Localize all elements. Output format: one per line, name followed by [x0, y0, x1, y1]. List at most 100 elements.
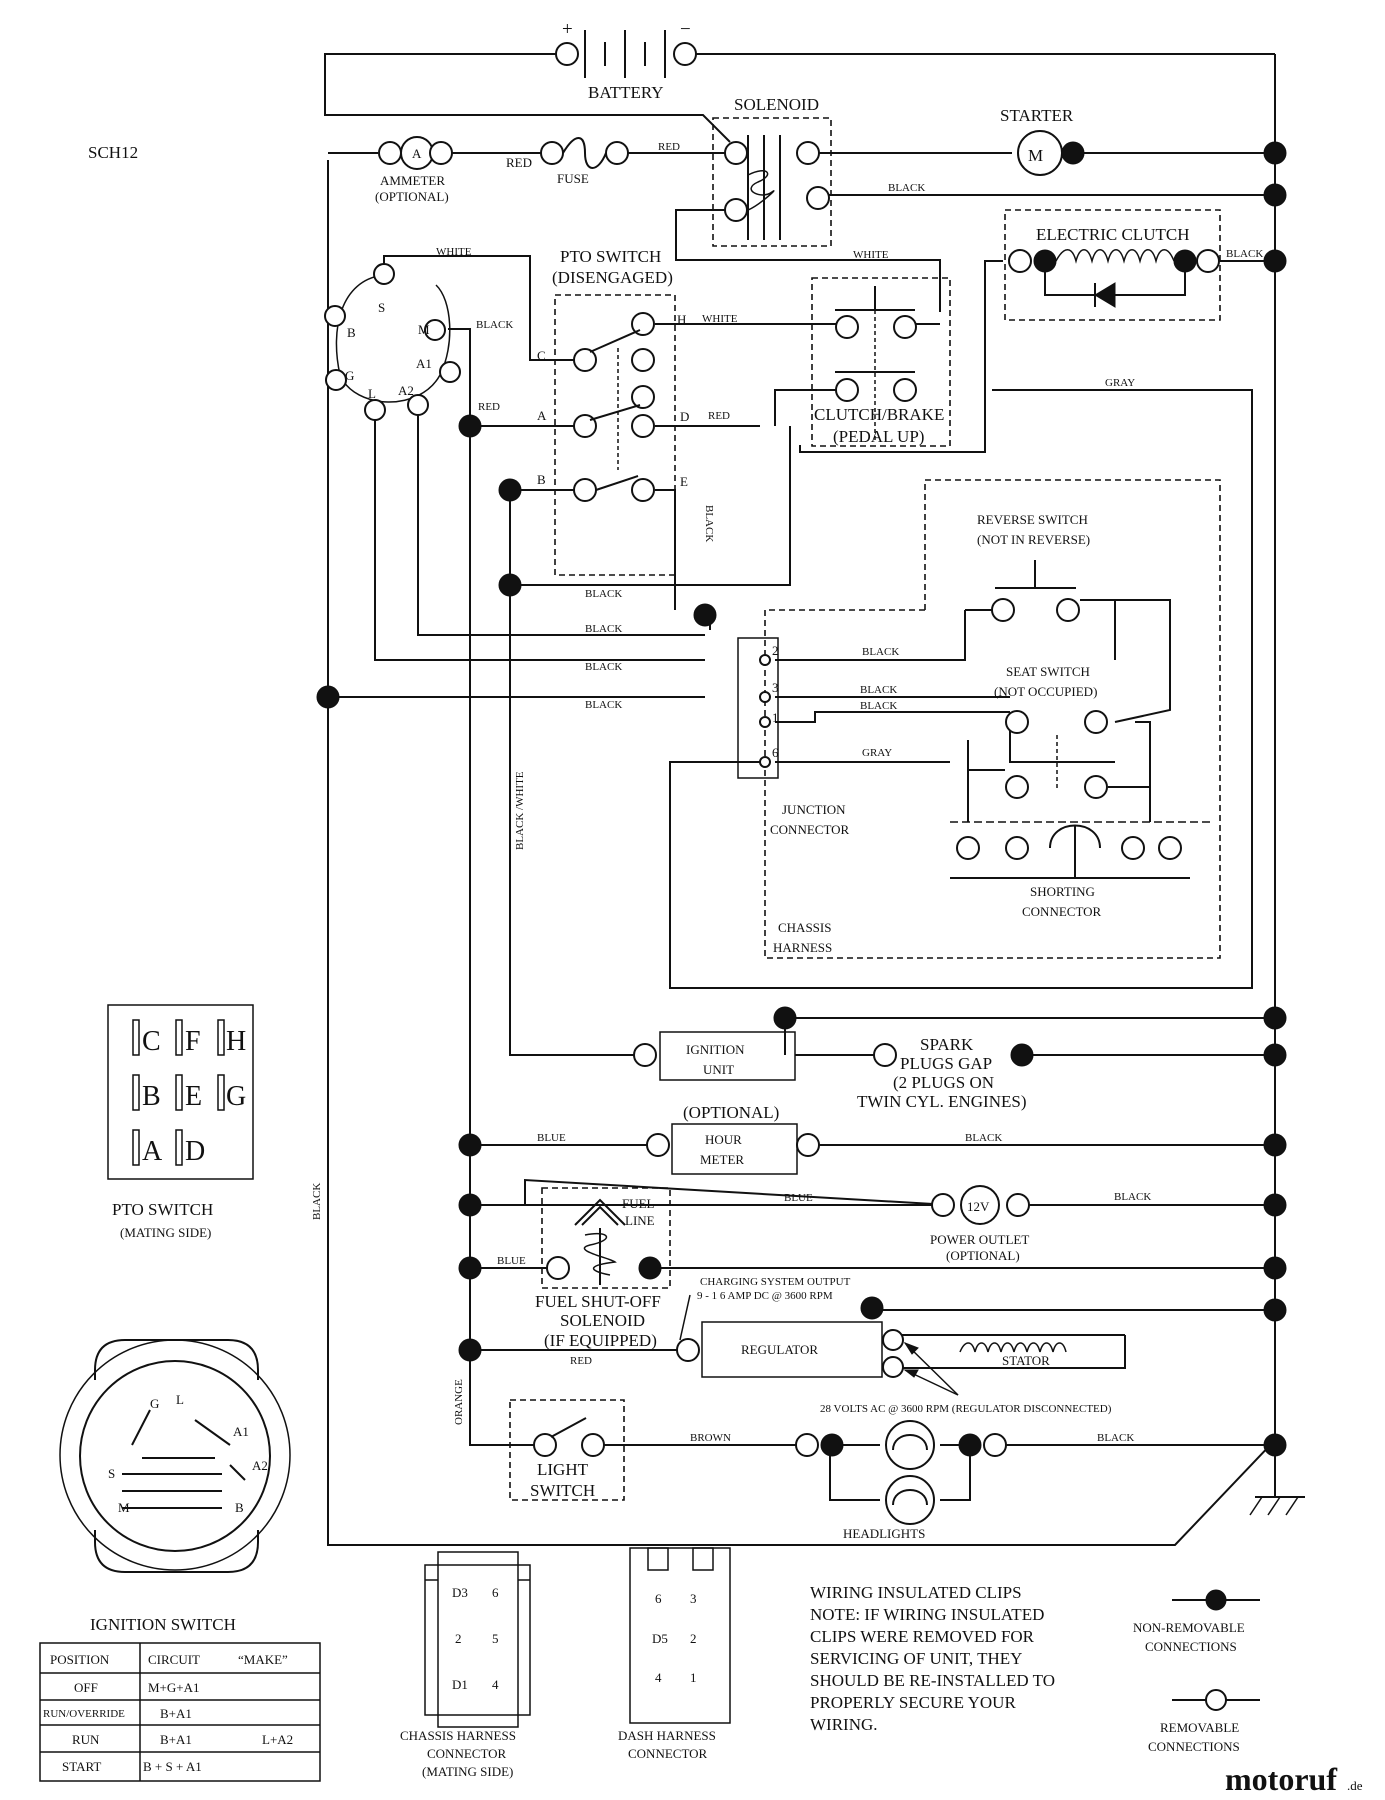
legend-non-removable-2: CONNECTIONS: [1145, 1639, 1237, 1654]
dash-connector-title-2: CONNECTOR: [628, 1746, 708, 1761]
hour-meter: (OPTIONAL) HOUR METER BLUE BLACK: [537, 1103, 1002, 1175]
pto-mating-side: C F H B E G A D PTO SWITCH (MATING SIDE): [107, 1004, 254, 1240]
chassis-connector: D3 6 2 5 D1 4 CHASSIS HARNESS CONNECTOR …: [400, 1551, 531, 1779]
hour-meter-optional: (OPTIONAL): [683, 1103, 779, 1122]
wire-label-black-b: BLACK: [585, 588, 622, 600]
light-switch: LIGHT SWITCH ORANGE BROWN BLACK: [453, 1379, 1134, 1501]
power-outlet: 12V POWER OUTLET (OPTIONAL) BLUE BLACK: [784, 1185, 1151, 1263]
pto-switch-schematic: PTO SWITCH (DISENGAGED) C H A D B E WHIT…: [537, 247, 1135, 576]
hour-meter-label-1: HOUR: [705, 1132, 742, 1147]
ign-face-l: L: [176, 1392, 184, 1407]
table-header-position: POSITION: [50, 1652, 110, 1667]
wire-label-red-d: RED: [708, 410, 730, 422]
table-row-run-circuit: B+A1: [160, 1732, 192, 1747]
chassis-pin-d1: D1: [452, 1677, 468, 1692]
table-row-off-circuit: M+G+A1: [148, 1680, 200, 1695]
pto-switch-label: PTO SWITCH: [560, 247, 661, 266]
junction-pin-2: 2: [772, 643, 779, 658]
watermark-suffix: .de: [1347, 1778, 1363, 1793]
table-row-override-circuit: B+A1: [160, 1706, 192, 1721]
wire-label-black-a2: BLACK: [585, 623, 622, 635]
wire-label-white-h: WHITE: [702, 313, 738, 325]
wire-label-black-j2: BLACK: [862, 646, 899, 658]
wire-label-black-m: BLACK: [476, 319, 513, 331]
pto-term-b: B: [537, 472, 546, 487]
chassis-harness: 2 3 1 6 JUNCTION CONNECTOR CHASSIS HARNE…: [514, 479, 1221, 959]
note-line-1: WIRING INSULATED CLIPS: [810, 1583, 1022, 1602]
headlights-label: HEADLIGHTS: [843, 1526, 925, 1541]
wire-label-gray-1: GRAY: [1105, 377, 1135, 389]
ign-face-g: G: [150, 1396, 159, 1411]
ignition-table: POSITION CIRCUIT “MAKE” OFF M+G+A1 RUN/O…: [39, 1642, 321, 1782]
wire-label-blue-1: BLUE: [537, 1132, 566, 1144]
reverse-switch-label: REVERSE SWITCH: [977, 512, 1088, 527]
wire-label-black-j1: BLACK: [860, 700, 897, 712]
light-switch-label-1: LIGHT: [537, 1460, 589, 1479]
fuel-line-label-2: LINE: [625, 1213, 655, 1228]
charging-output-1: CHARGING SYSTEM OUTPUT: [700, 1276, 851, 1288]
spark-plugs: SPARK PLUGS GAP (2 PLUGS ON TWIN CYL. EN…: [857, 1035, 1034, 1111]
note-line-2: NOTE: IF WIRING INSULATED: [810, 1605, 1044, 1624]
wire-label-black-e: BLACK: [703, 505, 715, 542]
note-line-3: CLIPS WERE REMOVED FOR: [810, 1627, 1035, 1646]
chassis-pin-2: 2: [455, 1631, 462, 1646]
chassis-harness-label-1: CHASSIS: [778, 920, 831, 935]
ign-term-a2: A2: [398, 383, 414, 398]
solenoid: SOLENOID: [712, 95, 832, 247]
chassis-pin-4: 4: [492, 1677, 499, 1692]
pto-pin-c: C: [142, 1026, 161, 1057]
fuel-line-label-1: FUEL: [622, 1196, 655, 1211]
headlights: HEADLIGHTS: [795, 1420, 1007, 1541]
wire-label-red-1: RED: [506, 155, 532, 170]
wire-label-black-starter: BLACK: [888, 182, 925, 194]
light-switch-label-2: SWITCH: [530, 1481, 595, 1500]
ign-face-a1: A1: [233, 1424, 249, 1439]
ignition-unit-label-1: IGNITION: [686, 1042, 745, 1057]
dash-pin-d5: D5: [652, 1631, 668, 1646]
wire-label-black-clutch: BLACK: [1226, 248, 1263, 260]
regulator-label: REGULATOR: [741, 1342, 818, 1357]
wire-label-white-2: WHITE: [853, 249, 889, 261]
junction-pin-1: 1: [772, 710, 779, 725]
junction-pin-6: 6: [772, 745, 779, 760]
table-row-start-circuit: B + S + A1: [143, 1759, 202, 1774]
battery-label: BATTERY: [588, 83, 664, 102]
ammeter-label: AMMETER: [380, 173, 445, 188]
pto-pin-b: B: [142, 1081, 161, 1112]
spark-label-2: PLUGS GAP: [900, 1054, 992, 1073]
fuel-shutoff-label-3: (IF EQUIPPED): [544, 1331, 657, 1350]
pto-pin-h: H: [226, 1026, 246, 1057]
solenoid-label: SOLENOID: [734, 95, 819, 114]
clutch-brake-state: (PEDAL UP): [833, 427, 924, 446]
table-header-make: “MAKE”: [238, 1652, 288, 1667]
note-line-4: SERVICING OF UNIT, THEY: [810, 1649, 1022, 1668]
table-row-run: RUN: [72, 1732, 100, 1747]
note-line-5: SHOULD BE RE-INSTALLED TO: [810, 1671, 1055, 1690]
chassis-connector-title-1: CHASSIS HARNESS: [400, 1728, 516, 1743]
spark-label-4: TWIN CYL. ENGINES): [857, 1092, 1027, 1111]
watermark-logo: motoruf .de: [1225, 1761, 1363, 1797]
ign-face-b: B: [235, 1500, 244, 1515]
wiring-note: WIRING INSULATED CLIPS NOTE: IF WIRING I…: [810, 1583, 1055, 1734]
fuel-shutoff-solenoid: FUEL LINE FUEL SHUT-OFF SOLENOID (IF EQU…: [497, 1187, 671, 1350]
dash-pin-6: 6: [655, 1591, 662, 1606]
pto-term-e: E: [680, 474, 688, 489]
battery-plus: +: [562, 19, 573, 40]
note-line-7: WIRING.: [810, 1715, 878, 1734]
hour-meter-label-2: METER: [700, 1152, 744, 1167]
spark-label-1: SPARK: [920, 1035, 974, 1054]
ignition-switch-face: G L A1 S A2 M B IGNITION SWITCH: [59, 1339, 291, 1634]
wire-label-black-l: BLACK: [585, 661, 622, 673]
ignition-unit: IGNITION UNIT: [633, 1031, 796, 1081]
pto-term-h: H: [677, 312, 686, 327]
table-row-off: OFF: [74, 1680, 98, 1695]
wire-label-black-hm: BLACK: [965, 1132, 1002, 1144]
seat-switch-state: (NOT OCCUPIED): [994, 684, 1097, 699]
electric-clutch: ELECTRIC CLUTCH BLACK: [1004, 209, 1263, 321]
ign-term-s: S: [378, 300, 385, 315]
ign-term-g: G: [345, 368, 354, 383]
ammeter-symbol: A: [412, 146, 422, 161]
fuse: RED FUSE RED: [506, 137, 680, 186]
electric-clutch-label: ELECTRIC CLUTCH: [1036, 225, 1189, 244]
ign-term-m: M: [418, 322, 430, 337]
